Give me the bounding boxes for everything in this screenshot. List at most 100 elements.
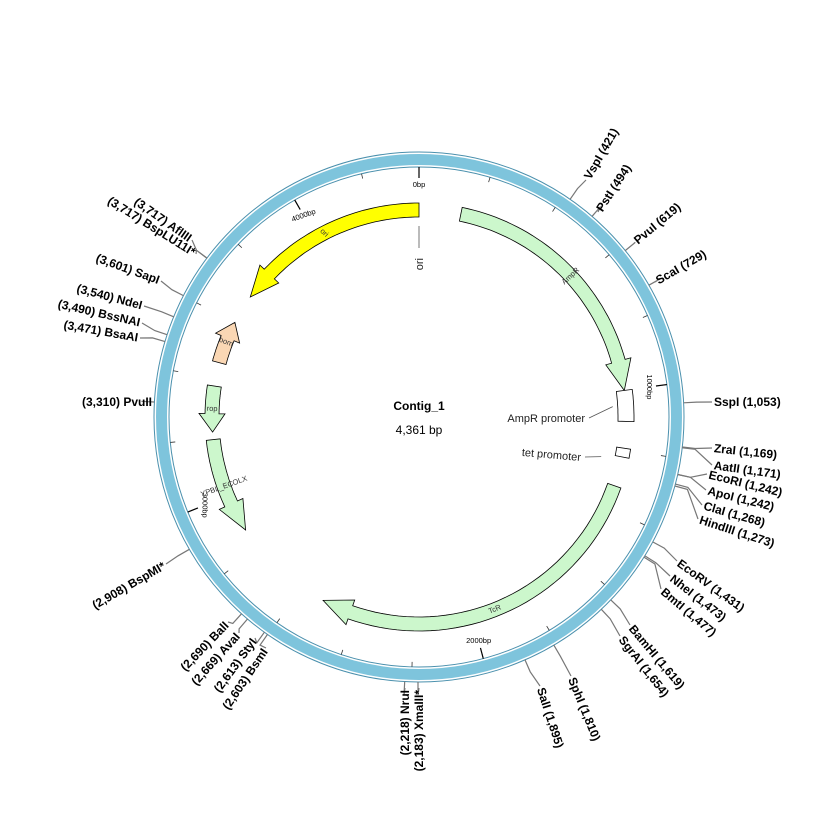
site-label: SspI (1,053) — [714, 395, 781, 409]
site-leader — [553, 644, 572, 677]
feature-shape[interactable] — [614, 446, 632, 459]
site-sali[interactable]: SalI (1,895) — [524, 659, 567, 750]
minor-tick — [642, 315, 648, 318]
site-leader — [610, 599, 631, 626]
minor-tick — [639, 522, 645, 526]
site-pvui[interactable]: PvuI (619) — [624, 200, 683, 252]
feature-label: AmpR promoter — [507, 413, 585, 425]
site-leader — [600, 608, 621, 637]
major-tick — [294, 199, 301, 210]
feature-ampr-promoter[interactable]: AmpR promoter — [507, 388, 635, 425]
minor-tick — [173, 370, 179, 373]
site-leader — [643, 556, 662, 590]
site-scai[interactable]: ScaI (729) — [648, 247, 709, 287]
tick-label: 3000bp — [200, 493, 209, 518]
feature-shape[interactable] — [205, 438, 247, 531]
major-tick — [187, 507, 199, 513]
bp-ticks: 0bp 1000bp 2000bp 3000bp 4000bp — [170, 167, 667, 667]
site-label: (3,310) PvuII — [82, 395, 152, 409]
site-leader — [191, 239, 208, 259]
site-leader — [141, 400, 155, 403]
feature-label: tet promoter — [521, 447, 581, 464]
site-label: SalI (1,895) — [534, 686, 567, 750]
minor-tick — [552, 207, 556, 212]
feature-tcr[interactable]: TcR — [322, 482, 622, 632]
site-nrui[interactable]: (2,218) NruI — [398, 681, 412, 756]
backbone-ring — [156, 154, 682, 680]
site-leader — [569, 179, 587, 200]
minor-tick — [224, 570, 229, 575]
minor-tick — [660, 455, 666, 457]
feature-ampr[interactable]: AmpR — [458, 206, 632, 392]
site-label: ScaI (729) — [653, 247, 709, 287]
site-xmaiii[interactable]: (2,183) XmaIII* — [412, 682, 426, 771]
site-leader — [675, 483, 703, 506]
site-leader — [259, 634, 268, 649]
site-leader — [227, 613, 242, 625]
minor-tick — [361, 173, 364, 179]
major-tick — [479, 647, 484, 659]
site-leader — [238, 618, 248, 634]
site-leader — [682, 446, 713, 450]
tick-label: 2000bp — [466, 636, 491, 645]
feature-bom[interactable]: bom — [212, 321, 241, 365]
feature-label: rop — [207, 404, 218, 413]
site-leader — [254, 631, 265, 645]
site-label: ZraI (1,169) — [713, 441, 777, 462]
site-leader — [165, 548, 190, 565]
minor-tick — [237, 244, 243, 249]
site-leader — [682, 447, 713, 466]
site-leader — [674, 485, 699, 520]
feature-shape[interactable] — [249, 202, 420, 298]
site-leader — [624, 241, 636, 252]
site-label: (2,183) XmaIII* — [412, 690, 426, 772]
feature-shape[interactable] — [615, 388, 635, 423]
site-leader — [652, 541, 678, 562]
site-leader — [683, 401, 713, 404]
site-leader — [143, 305, 174, 318]
site-bsplu11i[interactable]: (3,717) BspLU11I* — [105, 194, 208, 259]
site-leader — [141, 322, 168, 336]
site-label: SphI (1,810) — [565, 675, 603, 743]
site-leader — [648, 278, 661, 286]
major-tick — [655, 383, 667, 387]
minor-tick — [488, 177, 491, 183]
minor-tick — [170, 441, 176, 443]
site-leader — [524, 659, 541, 687]
feature-rop[interactable]: rop — [198, 384, 226, 433]
site-zrai[interactable]: ZraI (1,169) — [682, 441, 778, 462]
feature-shape[interactable] — [458, 206, 632, 392]
site-leader — [417, 682, 420, 696]
minor-tick — [196, 302, 202, 306]
minor-tick — [546, 625, 550, 631]
site-leader — [644, 555, 671, 577]
site-pvuii[interactable]: (3,310) PvuII — [82, 395, 155, 409]
site-leader — [591, 206, 602, 217]
tick-label: 4000bp — [290, 207, 317, 224]
feature-shape[interactable] — [322, 482, 622, 632]
feature-tet-promoter[interactable]: tet promoter — [521, 446, 632, 464]
tick-label: 0bp — [413, 180, 426, 189]
tick-label: 1000bp — [645, 374, 654, 399]
site-label: (3,601) SapI — [94, 251, 161, 287]
feature-outside-label: ori — [414, 258, 426, 270]
site-label: (2,218) NruI — [398, 690, 412, 755]
plasmid-name: Contig_1 — [393, 399, 445, 413]
site-leader — [403, 681, 406, 695]
site-label: PvuI (619) — [631, 200, 683, 247]
minor-tick — [276, 618, 281, 623]
feature-shape[interactable] — [198, 384, 226, 433]
site-leader — [677, 473, 707, 491]
backbone-outer-line — [153, 151, 685, 683]
minor-tick — [605, 254, 610, 259]
plasmid-length: 4,361 bp — [396, 423, 443, 437]
minor-tick — [600, 580, 605, 585]
site-bspmi[interactable]: (2,908) BspMI* — [90, 548, 190, 612]
feature-shape[interactable] — [212, 321, 241, 365]
feature-leader — [588, 406, 613, 419]
minor-tick — [340, 649, 344, 655]
site-sspi[interactable]: SspI (1,053) — [683, 395, 781, 409]
